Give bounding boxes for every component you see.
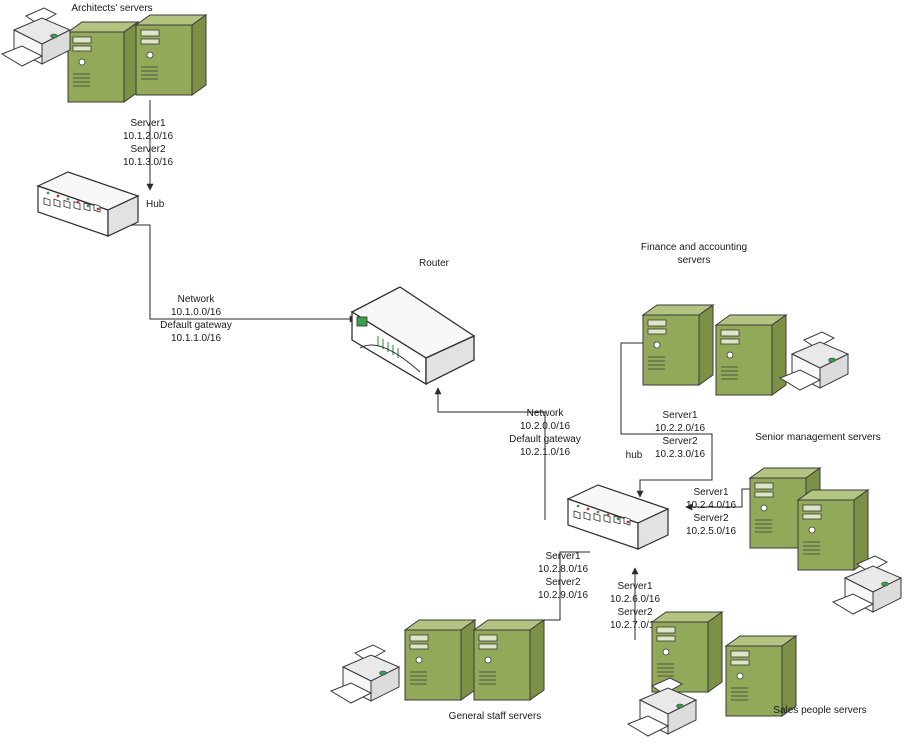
group-label-senior: Senior management servers <box>755 432 881 443</box>
general-server2-label: Server2 <box>545 577 580 588</box>
network2-gateway-label: Default gateway <box>509 434 581 445</box>
group-label-sales: Sales people servers <box>773 705 866 716</box>
network2-addr: 10.2.0.0/16 <box>520 421 570 432</box>
network2-label: Network <box>527 408 565 419</box>
wire-senior-to-hub <box>685 488 750 511</box>
architects-server1-label: Server1 <box>130 118 165 129</box>
general-printer <box>330 644 400 704</box>
architects-server1 <box>67 21 139 103</box>
network1-gateway-label: Default gateway <box>160 320 232 331</box>
network1-label: Network <box>178 294 216 305</box>
finance-server1 <box>642 304 714 386</box>
network2-gateway-addr: 10.2.1.0/16 <box>520 447 570 458</box>
senior-server2-addr: 10.2.5.0/16 <box>686 526 736 537</box>
finance-server2-addr: 10.2.3.0/16 <box>655 449 705 460</box>
sales-server1-label: Server1 <box>617 581 652 592</box>
hub-main <box>567 484 669 550</box>
network1-addr: 10.1.0.0/16 <box>171 307 221 318</box>
router-label: Router <box>419 258 450 269</box>
senior-server2-label: Server2 <box>693 513 728 524</box>
architects-server2-addr: 10.1.3.0/16 <box>123 157 173 168</box>
finance-printer <box>779 331 849 391</box>
general-server1-label: Server1 <box>545 551 580 562</box>
finance-server1-label: Server1 <box>662 410 697 421</box>
hub-architects <box>37 171 139 237</box>
router <box>350 286 476 386</box>
finance-server2 <box>715 314 787 396</box>
senior-server1-label: Server1 <box>693 487 728 498</box>
sales-server2-addr: 10.2.7.0/16 <box>610 620 660 631</box>
finance-server2-label: Server2 <box>662 436 697 447</box>
architects-server1-addr: 10.1.2.0/16 <box>123 131 173 142</box>
wire-hub-to-router <box>122 224 357 323</box>
group-label-architects: Architects' servers <box>71 3 152 14</box>
group-label-finance-line1: Finance and accounting <box>641 242 747 253</box>
architects-server2-label: Server2 <box>130 144 165 155</box>
general-server2 <box>473 619 545 701</box>
architects-printer <box>1 7 71 67</box>
senior-server1-addr: 10.2.4.0/16 <box>686 500 736 511</box>
network1-gateway-addr: 10.1.1.0/16 <box>171 333 221 344</box>
general-server1-addr: 10.2.8.0/16 <box>538 564 588 575</box>
general-server1 <box>404 619 476 701</box>
sales-server1-addr: 10.2.6.0/16 <box>610 594 660 605</box>
wire-finance-to-hub <box>620 342 713 498</box>
wire-router-to-hub <box>434 387 546 520</box>
wire-general-to-hub <box>540 551 590 621</box>
sales-server2-label: Server2 <box>617 607 652 618</box>
group-label-finance-line2: servers <box>678 255 711 266</box>
sales-server2 <box>725 635 797 717</box>
hub-top-label: Hub <box>146 199 165 210</box>
architects-server2 <box>135 14 207 96</box>
sales-server1 <box>651 611 723 693</box>
general-server2-addr: 10.2.9.0/16 <box>538 590 588 601</box>
senior-server2 <box>797 489 869 571</box>
group-label-general: General staff servers <box>449 711 542 722</box>
hub-bottom-label: hub <box>626 450 643 461</box>
finance-server1-addr: 10.2.2.0/16 <box>655 423 705 434</box>
